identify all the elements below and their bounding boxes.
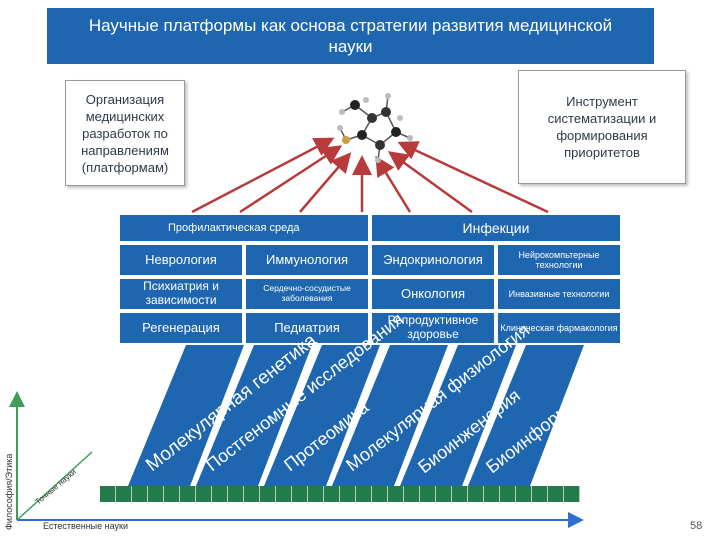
cell-label: Педиатрия	[274, 319, 340, 335]
cell-label: Инвазивные технологии	[508, 288, 610, 299]
priorities-instrument-text: Инструмент систематизации и формирования…	[547, 94, 657, 160]
grid-cell: Инвазивные технологии	[498, 279, 620, 309]
priorities-instrument-box: Инструмент систематизации и формирования…	[518, 70, 686, 184]
platforms-organization-text: Организация медицинских разработок по на…	[81, 91, 169, 175]
cell-label: Сердечно-сосудистые заболевания	[263, 283, 351, 303]
pillar-2	[196, 345, 312, 486]
page-number-text: 58	[690, 520, 703, 532]
pillar-4	[332, 345, 448, 486]
grid-cell: Иммунология	[246, 245, 368, 275]
arrow-6	[387, 151, 473, 214]
pillar-5	[400, 345, 516, 486]
grid-cell: Репродуктивное здоровье	[372, 313, 494, 343]
diagonal-axis	[16, 451, 93, 521]
grid-cell: Клиническая фармакология	[498, 313, 620, 343]
header-prevention-label: Профилактическая среда	[168, 222, 300, 234]
pillar-3	[264, 345, 380, 486]
arrow-5	[375, 155, 412, 213]
arrow-3	[299, 152, 352, 213]
arrow-7	[397, 141, 549, 214]
molecule-icon	[337, 93, 413, 163]
grid-cell: Сердечно-сосудистые заболевания	[246, 279, 368, 309]
header-infections-label: Инфекции	[462, 220, 530, 236]
grid-cell: Педиатрия	[246, 313, 368, 343]
cell-label: Эндокринология	[383, 251, 483, 267]
grid-cell: Регенерация	[120, 313, 242, 343]
cell-label: Нейрокомпьтерные технологии	[518, 249, 600, 270]
foundation-strip	[100, 486, 580, 502]
convergence-arrows	[191, 137, 549, 214]
grid-cell: Эндокринология	[372, 245, 494, 275]
platforms-organization-box: Организация медицинских разработок по на…	[65, 80, 185, 186]
diagonal-axis-label: Точные науки	[34, 467, 78, 506]
page-title-text: Научные платформы как основа стратегии р…	[88, 16, 613, 56]
arrow-2	[239, 145, 343, 214]
pillar-6	[468, 345, 584, 486]
header-infections: Инфекции	[372, 215, 620, 241]
cell-label: Регенерация	[142, 319, 220, 335]
grid-cell: Психиатрия и зависимости	[120, 279, 242, 309]
grid-cell: Неврология	[120, 245, 242, 275]
pillar-1	[128, 345, 244, 486]
diagonal-axis-text: Точные науки	[34, 467, 78, 506]
vertical-axis-text: Философия/Этика	[4, 454, 14, 530]
cell-label: Онкология	[400, 285, 466, 301]
grid-cell: Нейрокомпьтерные технологии	[498, 245, 620, 275]
horizontal-axis-label: Естественные науки	[43, 521, 128, 531]
page-title: Научные платформы как основа стратегии р…	[47, 8, 654, 64]
cell-label: Неврология	[145, 251, 217, 267]
cell-label: Иммунология	[266, 251, 348, 267]
cell-label: Психиатрия и зависимости	[143, 279, 219, 307]
grid-cell: Онкология	[372, 279, 494, 309]
arrow-1	[191, 137, 335, 214]
vertical-axis-label: Философия/Этика	[4, 454, 14, 530]
page-number: 58	[690, 520, 702, 532]
cell-label: Репродуктивное здоровье	[387, 313, 479, 341]
horizontal-axis-text: Естественные науки	[43, 521, 128, 531]
header-prevention: Профилактическая среда	[120, 215, 368, 241]
cell-label: Клиническая фармакология	[500, 322, 618, 333]
